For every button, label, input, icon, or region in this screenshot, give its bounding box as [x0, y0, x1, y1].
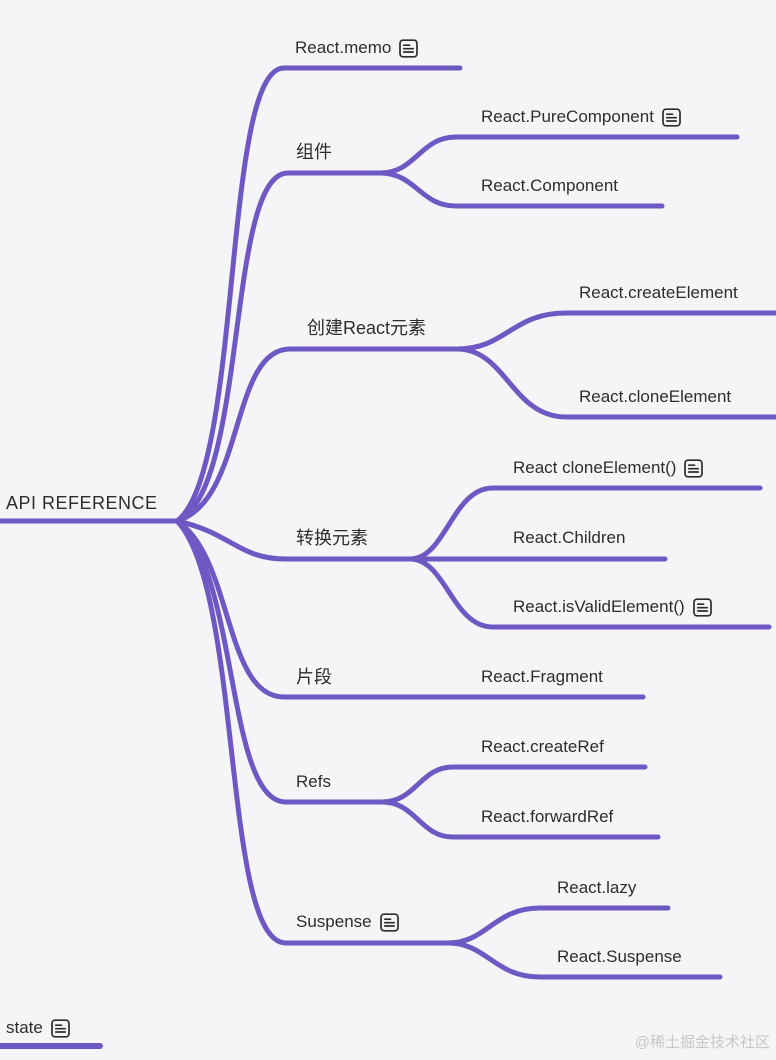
edge-create-ref	[379, 764, 648, 805]
edge-clone-element-fn	[407, 485, 763, 562]
node-label: React cloneElement()	[513, 458, 677, 477]
node-label: React.createRef	[481, 737, 604, 756]
node-label: 片段	[296, 667, 332, 687]
node-component[interactable]: React.Component	[481, 175, 618, 197]
node-pianduan[interactable]: 片段	[296, 666, 332, 688]
node-zujian[interactable]: 组件	[296, 141, 332, 163]
node-label: state	[6, 1018, 43, 1037]
node-label: 转换元素	[296, 528, 368, 548]
node-react-lazy[interactable]: React.lazy	[557, 877, 636, 899]
node-react-memo[interactable]: React.memo	[295, 37, 419, 59]
node-clone-element-fn[interactable]: React cloneElement()	[513, 457, 704, 479]
node-label: React.memo	[295, 38, 392, 57]
note-icon[interactable]	[50, 1018, 71, 1039]
node-react-children[interactable]: React.Children	[513, 527, 625, 549]
node-label: React.Component	[481, 176, 619, 195]
edge-create-react-element	[174, 346, 460, 524]
edge-react-suspense	[445, 940, 723, 980]
node-label: API REFERENCE	[6, 493, 158, 513]
node-refs[interactable]: Refs	[296, 771, 331, 793]
node-label: React.createElement	[579, 283, 738, 302]
node-label: Suspense	[296, 912, 372, 931]
node-label: React.PureComponent	[481, 107, 654, 126]
node-api-reference[interactable]: API REFERENCE	[6, 492, 158, 514]
node-label: React.forwardRef	[481, 807, 614, 826]
node-suspense[interactable]: Suspense	[296, 911, 400, 933]
edge-pianduan-fragment	[174, 518, 646, 700]
edge-isvalid-element	[407, 556, 772, 630]
node-zhuanhuan[interactable]: 转换元素	[296, 527, 368, 549]
edge-clone-element	[454, 346, 776, 420]
edge-component	[377, 170, 665, 209]
node-label: 创建React元素	[307, 318, 427, 338]
watermark: @稀土掘金技术社区	[634, 1034, 770, 1051]
edge-zujian	[174, 170, 383, 524]
edge-suspense	[174, 518, 451, 946]
node-label: React.Fragment	[481, 667, 603, 686]
edge-pure-component	[377, 134, 740, 176]
note-icon[interactable]	[683, 458, 704, 479]
edge-forward-ref	[379, 799, 661, 840]
node-clone-element[interactable]: React.cloneElement	[579, 386, 731, 408]
node-label: React.Suspense	[557, 947, 682, 966]
node-fragment[interactable]: React.Fragment	[481, 666, 603, 688]
node-label: React.Children	[513, 528, 626, 547]
note-icon[interactable]	[398, 38, 419, 59]
edge-zhuanhuan	[174, 518, 668, 562]
node-create-react-element[interactable]: 创建React元素	[307, 317, 426, 339]
node-create-element[interactable]: React.createElement	[579, 282, 738, 304]
node-label: Refs	[296, 772, 331, 791]
note-icon[interactable]	[692, 597, 713, 618]
node-isvalid-element[interactable]: React.isValidElement()	[513, 596, 713, 618]
node-pure-component[interactable]: React.PureComponent	[481, 106, 682, 128]
note-icon[interactable]	[379, 912, 400, 933]
node-label: React.lazy	[557, 878, 637, 897]
node-react-suspense[interactable]: React.Suspense	[557, 946, 682, 968]
node-state[interactable]: state	[6, 1017, 71, 1039]
node-label: React.isValidElement()	[513, 597, 685, 616]
node-create-ref[interactable]: React.createRef	[481, 736, 604, 758]
note-icon[interactable]	[661, 107, 682, 128]
edge-react-memo	[174, 65, 463, 524]
edge-react-lazy	[445, 905, 671, 946]
node-forward-ref[interactable]: React.forwardRef	[481, 806, 613, 828]
node-label: React.cloneElement	[579, 387, 732, 406]
edge-create-element	[454, 310, 776, 352]
edge-refs	[174, 518, 385, 805]
node-label: 组件	[296, 142, 332, 162]
